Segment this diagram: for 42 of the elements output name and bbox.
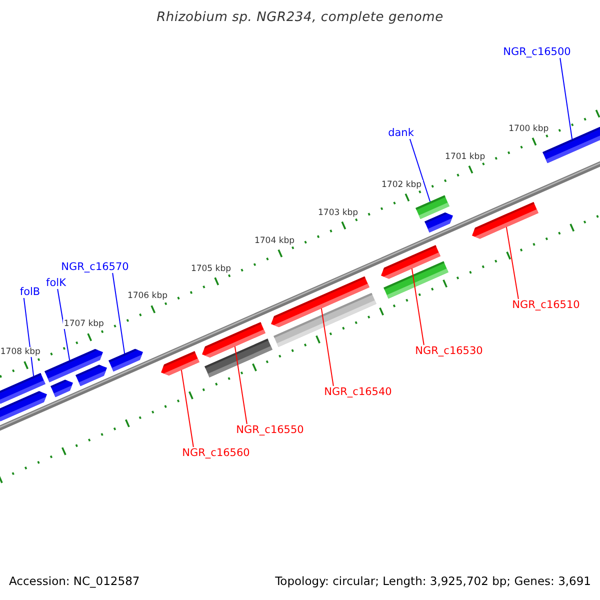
leader-line [411, 268, 424, 346]
scale-label: 1703 kbp [317, 208, 360, 218]
gene-label: NGR_c16500 [503, 46, 571, 58]
scale-label: 1708 kbp [0, 347, 42, 358]
leader-line [234, 346, 248, 424]
leader-line [180, 370, 194, 448]
gene-block [76, 364, 107, 386]
gene-block [0, 391, 47, 422]
title: Rhizobium sp. NGR234, complete genome [156, 10, 444, 25]
gene-block [50, 380, 73, 398]
gene-label: folB [20, 286, 40, 298]
scale-label: 1706 kbp [126, 291, 168, 302]
scale-label: 1704 kbp [253, 236, 296, 246]
leader-line [409, 138, 431, 202]
leader-line [560, 58, 573, 140]
gene-block [274, 292, 376, 348]
gene-block [204, 338, 272, 378]
gene-label: NGR_c16530 [415, 345, 483, 357]
leader-line [506, 226, 519, 300]
leader-line [112, 272, 126, 354]
gene-block [424, 212, 453, 232]
scale-label: 1700 kbp [508, 124, 550, 134]
gene-label: NGR_c16510 [512, 299, 580, 311]
scale-label: 1707 kbp [62, 319, 105, 330]
leader-line [23, 298, 34, 377]
gene-label: NGR_c16550 [236, 424, 304, 436]
footer-text: Accession: NC_012587 [9, 574, 140, 588]
footer-text: Topology: circular; Length: 3,925,702 bp; Genes: 3,691 [275, 574, 591, 588]
scale-label: 1702 kbp [380, 180, 423, 190]
gene-block [384, 261, 448, 299]
gene-label: NGR_c16560 [182, 447, 250, 459]
scale-label: 1705 kbp [190, 264, 232, 274]
gene-block [161, 351, 200, 376]
gene-label: folK [46, 277, 66, 289]
gene-label: dank [388, 127, 414, 139]
gene-block [472, 202, 538, 239]
leader-line [320, 308, 334, 386]
gene-block [108, 348, 143, 372]
gene-label: NGR_c16540 [324, 386, 392, 398]
gene-label: NGR_c16570 [61, 261, 129, 273]
scale-label: 1701 kbp [444, 152, 486, 162]
leader-line [57, 288, 70, 361]
